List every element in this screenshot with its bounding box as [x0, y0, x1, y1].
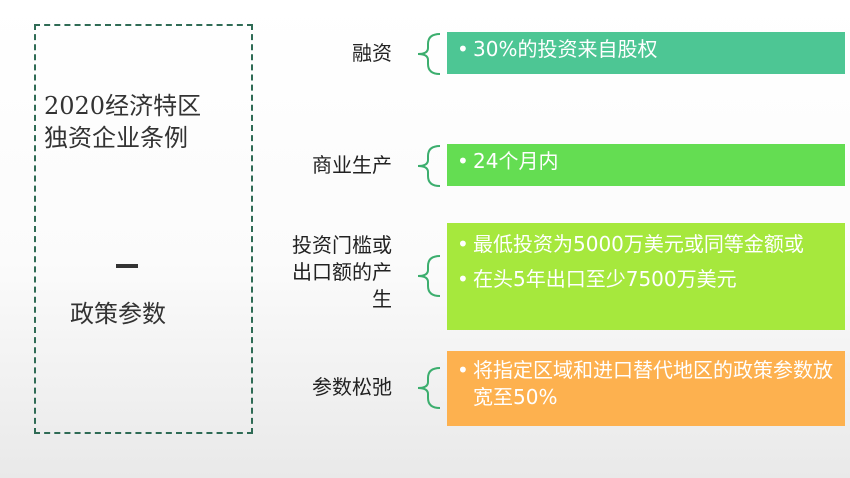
brace-icon [417, 255, 441, 297]
row-label-financing: 融资 [352, 41, 392, 65]
brace-icon [417, 367, 441, 409]
threshold-label-line-2: 出口额的产 [292, 260, 392, 284]
policy-title-box: 2020经济特区 独资企业条例 政策参数 [34, 24, 253, 434]
policy-title-line-2: 独资企业条例 [44, 124, 188, 152]
policy-title-line-1: 2020经济特区 [44, 92, 202, 120]
threshold-item-1: 最低投资为5000万美元或同等金额或 [457, 231, 835, 258]
brace-icon [417, 145, 441, 187]
production-item: 24个月内 [457, 148, 835, 175]
threshold-label-line-3: 生 [372, 287, 392, 311]
threshold-label-line-1: 投资门槛或 [292, 233, 392, 257]
row-label-commercial-production: 商业生产 [312, 153, 392, 177]
threshold-item-2: 在头5年出口至少7500万美元 [457, 266, 835, 293]
production-bar: 24个月内 [447, 144, 845, 186]
row-label-investment-threshold: 投资门槛或 出口额的产 生 [262, 232, 392, 313]
brace-icon [417, 33, 441, 75]
threshold-bar: 最低投资为5000万美元或同等金额或 在头5年出口至少7500万美元 [447, 223, 845, 330]
policy-subtitle: 政策参数 [70, 300, 166, 328]
relaxation-item: 将指定区域和进口替代地区的政策参数放宽至50% [457, 357, 835, 411]
financing-bar: 30%的投资来自股权 [447, 32, 845, 74]
financing-item: 30%的投资来自股权 [457, 36, 835, 63]
title-dash [116, 264, 138, 268]
policy-title: 2020经济特区 独资企业条例 [44, 90, 249, 154]
relaxation-bar: 将指定区域和进口替代地区的政策参数放宽至50% [447, 351, 845, 426]
row-label-parameter-relaxation: 参数松弛 [312, 375, 392, 399]
